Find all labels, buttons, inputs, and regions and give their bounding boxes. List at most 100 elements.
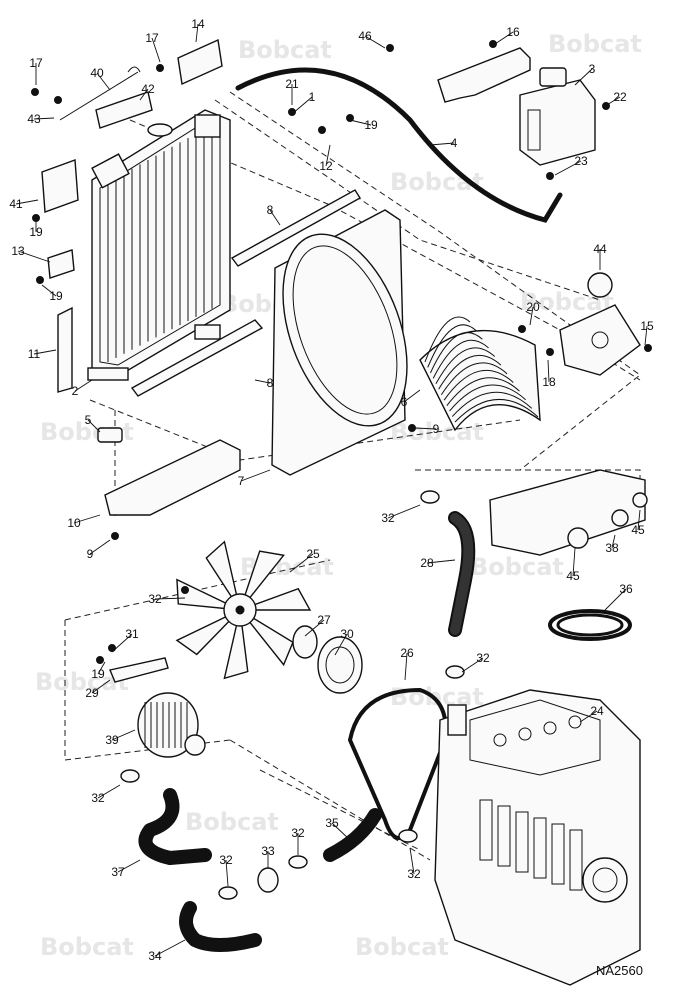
callout-leader <box>33 117 55 120</box>
callout-leader <box>604 588 627 611</box>
fan-blade <box>223 609 249 680</box>
callout-leader <box>154 939 186 957</box>
guard-bar <box>451 391 533 417</box>
callout-leader <box>111 729 136 741</box>
callout-number: 7 <box>238 474 245 488</box>
callout-leader <box>291 96 313 115</box>
watermark-text: Bobcat <box>470 553 564 581</box>
guard-bar <box>432 339 489 379</box>
callout-leader <box>611 534 616 549</box>
callout-number: 34 <box>148 949 162 963</box>
bolt <box>288 108 296 116</box>
bolt <box>96 656 104 664</box>
alternator <box>137 692 206 758</box>
bolt <box>31 88 39 96</box>
callout-leader <box>195 23 199 43</box>
bolt <box>518 325 526 333</box>
engine-rib <box>533 817 547 879</box>
callout-number: 46 <box>358 29 372 43</box>
callout-number: 32 <box>407 867 421 881</box>
bolt <box>36 276 44 284</box>
fan-guard-bars <box>424 316 539 423</box>
bolt <box>386 44 394 52</box>
bolt <box>546 172 554 180</box>
callout-leader <box>554 160 582 176</box>
fan-blade <box>239 587 312 611</box>
callout-number: 30 <box>340 627 354 641</box>
fan-blade <box>239 550 285 611</box>
callout-leader <box>426 559 456 564</box>
callout-leader <box>604 96 621 107</box>
coolant-hoses <box>138 511 476 952</box>
callout-number: 1 <box>309 90 316 104</box>
callout-leader <box>331 822 351 841</box>
fan-guard <box>419 316 541 432</box>
engine-port <box>568 715 582 729</box>
bolt <box>108 644 116 652</box>
callout-number: 45 <box>566 569 580 583</box>
bolt <box>644 344 652 352</box>
coolant-recovery-tank <box>519 67 596 166</box>
engine-port <box>543 721 557 735</box>
callout-number: 35 <box>325 816 339 830</box>
callout-number: 45 <box>631 523 645 537</box>
callout-leader <box>429 142 455 146</box>
tubing-coil <box>548 609 632 641</box>
callout-number: 20 <box>526 300 540 314</box>
callout-number: 32 <box>476 651 490 665</box>
callout-number: 24 <box>590 704 604 718</box>
callout-number: 19 <box>29 225 43 239</box>
callout-leader <box>494 31 514 45</box>
callout-number: 37 <box>111 865 125 879</box>
callout-leader <box>17 250 51 263</box>
callout-leader <box>96 72 111 91</box>
guard-bar <box>438 355 502 390</box>
fan-blade <box>176 578 241 611</box>
callout-number: 14 <box>191 17 205 31</box>
callout-number: 4 <box>451 136 458 150</box>
callout-leader <box>529 306 534 326</box>
callout-number: 18 <box>542 375 556 389</box>
callout-number: 21 <box>285 77 299 91</box>
callout-leader <box>240 469 271 482</box>
hose-clamp <box>398 829 418 843</box>
callout-leader <box>349 119 372 126</box>
hose-clamp <box>218 886 238 900</box>
callout-number: 28 <box>420 556 434 570</box>
callout-leader <box>572 547 576 577</box>
guard-bar <box>454 398 539 423</box>
callout-leader <box>364 35 386 49</box>
callout-number: 8 <box>267 376 274 390</box>
engine-side-plate-and-seals <box>489 272 648 556</box>
alternator-adjusting-bracket <box>109 657 169 683</box>
hose-clamp <box>120 769 140 783</box>
fan-belt <box>347 687 448 840</box>
callout-number: 32 <box>91 791 105 805</box>
callout-number: 32 <box>291 826 305 840</box>
engine-rib <box>479 799 493 861</box>
engine-rib <box>515 811 529 873</box>
guard-bar <box>440 362 508 396</box>
callout-leader <box>225 859 229 887</box>
callout-number: 23 <box>574 154 588 168</box>
callout-number: 32 <box>381 511 395 525</box>
callout-number: 13 <box>11 244 25 258</box>
side-brackets <box>41 159 79 279</box>
callout-leader <box>387 504 421 519</box>
bolt <box>111 532 119 540</box>
engine-rib <box>569 829 583 891</box>
callout-leader <box>139 88 149 101</box>
callout-number: 32 <box>148 592 162 606</box>
radiator <box>87 109 231 381</box>
callout-leader <box>87 419 101 433</box>
watermark-text: Bobcat <box>548 30 642 58</box>
callout-number: 39 <box>105 733 119 747</box>
overflow-hose <box>235 67 563 223</box>
callout-number: 33 <box>261 844 275 858</box>
callout-number: 25 <box>306 547 320 561</box>
callout-number: 19 <box>49 289 63 303</box>
bolt <box>318 126 326 134</box>
callout-leader <box>111 633 133 653</box>
callout-leader <box>644 325 648 346</box>
